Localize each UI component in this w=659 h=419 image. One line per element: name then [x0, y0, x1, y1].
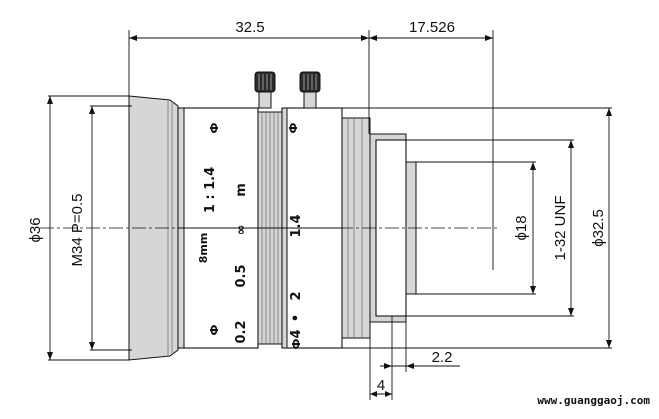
- focus-mid-label: 0.5: [234, 264, 249, 287]
- total-length-label: 32.5: [235, 19, 264, 36]
- marker-symbol-bottom: Ф: [208, 324, 221, 335]
- aperture-4-label: 4: [289, 329, 304, 338]
- focus-min-label: 0.2: [234, 320, 249, 343]
- focus-infinity-label: ∞: [234, 225, 249, 236]
- mount-thread-label: 1-32 UNF: [552, 195, 569, 260]
- lock-screw-icon: [254, 71, 276, 109]
- dimension-labels: 32.5 17.526 ϕ36 M34 P=0.5 ϕ18 1-32 UNF ϕ…: [27, 19, 607, 394]
- rear-diameter-label: ϕ18: [513, 215, 530, 240]
- mount-length-label: 4: [377, 377, 385, 394]
- outer-diameter-label: ϕ36: [27, 217, 44, 242]
- dimension-lines: [47, 30, 612, 400]
- lens-body: [128, 71, 417, 361]
- aperture-dot-label: •: [289, 314, 304, 322]
- mount-step-label: 2.2: [432, 349, 453, 366]
- filter-thread-label: M34 P=0.5: [69, 194, 86, 267]
- aperture-2-label: 2: [289, 291, 304, 300]
- marker-symbol-ring: Ф: [287, 122, 300, 133]
- lens-markings: Ф 1 : 1.4 m ∞ 8mm 0.5 Ф 0.2 Ф 1.4 2 • 4 …: [197, 122, 304, 349]
- watermark: www.guanggaoj.com: [537, 394, 650, 407]
- body-diameter-label: ϕ32.5: [590, 209, 607, 247]
- lock-screw-icon: [299, 71, 321, 109]
- flange-back-label: 17.526: [409, 19, 455, 36]
- focus-unit-label: m: [234, 183, 249, 197]
- aperture-max-label: 1.4: [289, 214, 304, 237]
- marker-symbol-ring-bottom: Ф: [290, 338, 303, 349]
- focal-length-label: 8mm: [197, 233, 210, 264]
- max-aperture-label: 1 : 1.4: [203, 167, 218, 213]
- marker-symbol-top: Ф: [208, 122, 221, 133]
